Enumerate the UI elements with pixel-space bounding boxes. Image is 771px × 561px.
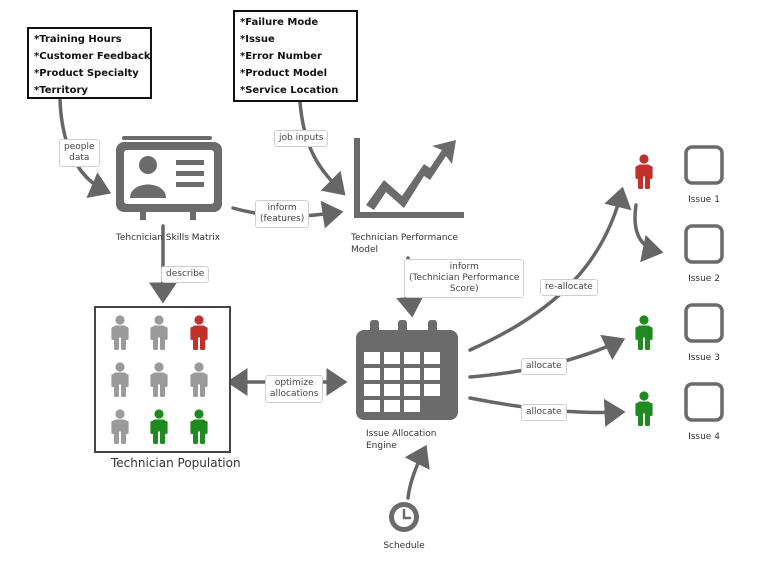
tag-line: data xyxy=(69,153,90,163)
issue-3-box xyxy=(684,303,724,343)
job-inputs-item: *Error Number xyxy=(240,51,322,62)
tag-line: allocations xyxy=(270,389,319,399)
people-data-box: *Training Hours *Customer Feedback *Prod… xyxy=(27,27,152,99)
people-data-tag: people data xyxy=(59,139,100,167)
job-inputs-item: *Product Model xyxy=(240,68,328,79)
job-inputs-tag: job inputs xyxy=(274,130,329,147)
clock-icon xyxy=(389,502,419,532)
people-data-item: *Training Hours xyxy=(34,34,122,45)
issue-1-label: Issue 1 xyxy=(688,195,720,205)
performance-chart-icon xyxy=(354,138,464,218)
tag-line: Score) xyxy=(449,284,479,294)
population-label: Technician Population xyxy=(111,456,241,470)
optimize-allocations-tag: optimize allocations xyxy=(265,375,324,403)
caption-line: Technician Performance xyxy=(351,233,458,243)
tag-line: inform xyxy=(267,203,297,213)
job-inputs-box: *Failure Mode *Issue *Error Number *Prod… xyxy=(233,10,358,102)
population-people xyxy=(111,315,208,444)
issue-1-box xyxy=(684,145,724,185)
tag-line: people xyxy=(64,142,95,152)
people-data-item: *Territory xyxy=(34,85,88,96)
inform-score-tag: inform (Technician Performance Score) xyxy=(404,259,525,298)
skills-matrix-id-card-icon xyxy=(116,136,222,220)
edge-schedule xyxy=(404,444,430,500)
technician-issue-3 xyxy=(635,315,653,350)
caption-line: Engine xyxy=(366,441,397,451)
caption-line: Issue Allocation xyxy=(366,429,437,439)
tag-line: (Technician Performance xyxy=(409,273,520,283)
tag-line: (features) xyxy=(260,214,305,224)
allocation-engine-label: Issue Allocation Engine xyxy=(366,428,437,452)
technician-issue-1 xyxy=(635,154,653,189)
issue-3-label: Issue 3 xyxy=(688,353,720,363)
tag-line: optimize xyxy=(274,378,314,388)
people-data-item: *Product Specialty xyxy=(34,68,139,79)
edge-job-inputs xyxy=(298,100,346,196)
issue-4-box xyxy=(684,382,724,422)
skills-matrix-label: Tehcnician Skills Matrix xyxy=(115,233,221,243)
allocate-3-tag: allocate xyxy=(521,358,567,375)
job-inputs-item: *Failure Mode xyxy=(240,17,319,28)
allocate-4-tag: allocate xyxy=(521,404,567,421)
performance-model-label: Technician Performance Model xyxy=(351,232,458,256)
describe-tag: describe xyxy=(161,266,210,283)
issue-4-label: Issue 4 xyxy=(688,432,720,442)
calendar-icon xyxy=(356,320,458,420)
re-allocate-tag: re-allocate xyxy=(540,279,598,296)
issue-2-box xyxy=(684,224,724,264)
job-inputs-item: *Issue xyxy=(240,34,275,45)
job-inputs-item: *Service Location xyxy=(240,85,339,96)
people-data-item: *Customer Feedback xyxy=(34,51,151,62)
issue-2-label: Issue 2 xyxy=(688,274,720,284)
caption-line: Model xyxy=(351,245,379,255)
inform-features-tag: inform (features) xyxy=(255,200,310,228)
tag-line: inform xyxy=(449,262,479,272)
edge-issue1-to-issue2 xyxy=(633,203,664,263)
technician-issue-4 xyxy=(635,391,653,426)
schedule-label: Schedule xyxy=(383,541,425,551)
